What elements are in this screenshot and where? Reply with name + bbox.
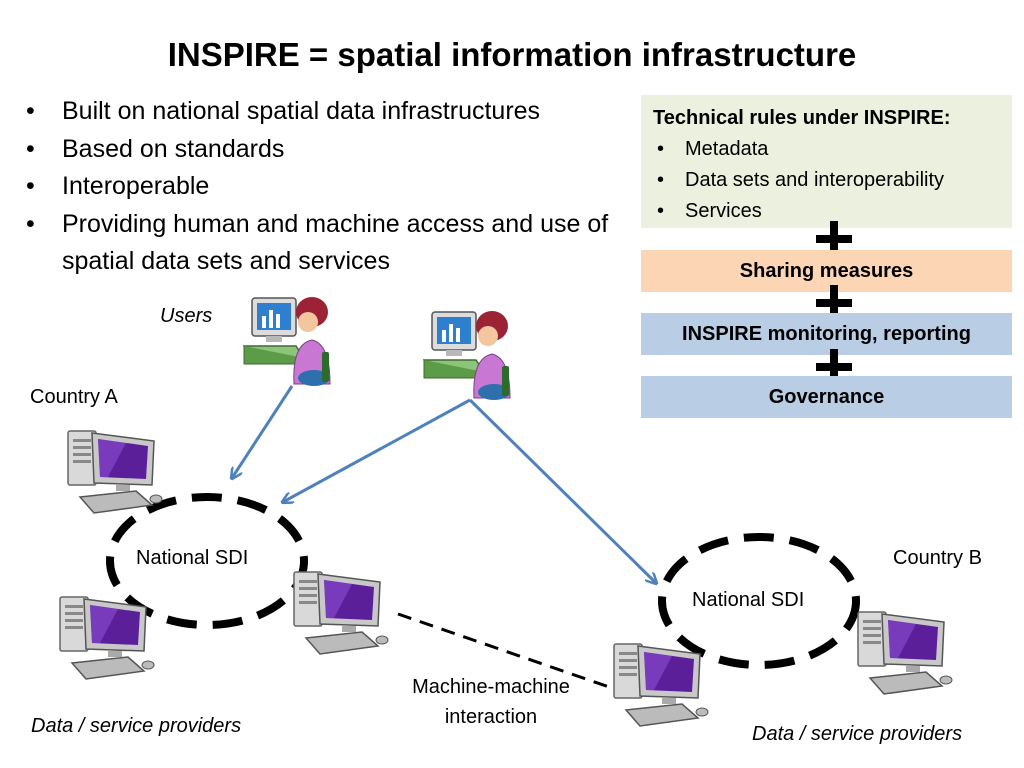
machine-interaction-line bbox=[397, 612, 613, 690]
monitoring-reporting-bar: INSPIRE monitoring, reporting bbox=[641, 313, 1012, 355]
technical-rules-list: Metadata Data sets and interoperability … bbox=[653, 134, 1000, 227]
technical-rules-title: Technical rules under INSPIRE: bbox=[653, 107, 951, 129]
server-computer-icon bbox=[613, 643, 709, 727]
server-computer-icon bbox=[67, 430, 163, 514]
machine-interaction-label: Machine-machine bbox=[412, 676, 570, 698]
plus-icon bbox=[812, 219, 856, 259]
technical-rule-item: Data sets and interoperability bbox=[653, 165, 1000, 196]
bullet-item: Built on national spatial data infrastru… bbox=[24, 93, 634, 131]
technical-rule-item: Services bbox=[653, 196, 1000, 227]
national-sdi-a-label: National SDI bbox=[136, 547, 249, 569]
country-a-label: Country A bbox=[30, 386, 118, 408]
national-sdi-b-label: National SDI bbox=[692, 589, 805, 611]
plus-icon bbox=[812, 347, 856, 387]
users-label: Users bbox=[160, 305, 213, 327]
technical-rule-item: Metadata bbox=[653, 134, 1000, 165]
server-computer-icon bbox=[293, 571, 389, 655]
server-computer-icon bbox=[857, 611, 953, 695]
providers-right-label: Data / service providers bbox=[752, 723, 963, 745]
technical-rules-box: Technical rules under INSPIRE: Metadata … bbox=[641, 95, 1012, 228]
national-sdi-ring-a bbox=[106, 493, 308, 629]
country-b-label: Country B bbox=[893, 547, 982, 569]
plus-icon bbox=[812, 283, 856, 323]
arrow-user2-to-sdi-b bbox=[468, 398, 656, 583]
national-sdi-ring-b bbox=[658, 533, 860, 669]
user-at-computer-icon bbox=[422, 311, 511, 400]
governance-bar: Governance bbox=[641, 376, 1012, 418]
bullet-item: Providing human and machine access and u… bbox=[24, 206, 634, 281]
sharing-measures-bar: Sharing measures bbox=[641, 250, 1012, 292]
machine-interaction-label-line2: interaction bbox=[444, 706, 538, 728]
bullet-item: Based on standards bbox=[24, 131, 634, 169]
server-computer-icon bbox=[59, 596, 155, 680]
providers-left-label: Data / service providers bbox=[31, 715, 242, 737]
arrow-user2-to-sdi-a bbox=[283, 398, 471, 502]
bullet-item: Interoperable bbox=[24, 168, 634, 206]
slide-title: INSPIRE = spatial information infrastruc… bbox=[167, 36, 857, 73]
arrow-user1-to-sdi-a bbox=[232, 385, 294, 478]
user-at-computer-icon bbox=[242, 297, 331, 386]
bullet-list: Built on national spatial data infrastru… bbox=[24, 93, 634, 281]
